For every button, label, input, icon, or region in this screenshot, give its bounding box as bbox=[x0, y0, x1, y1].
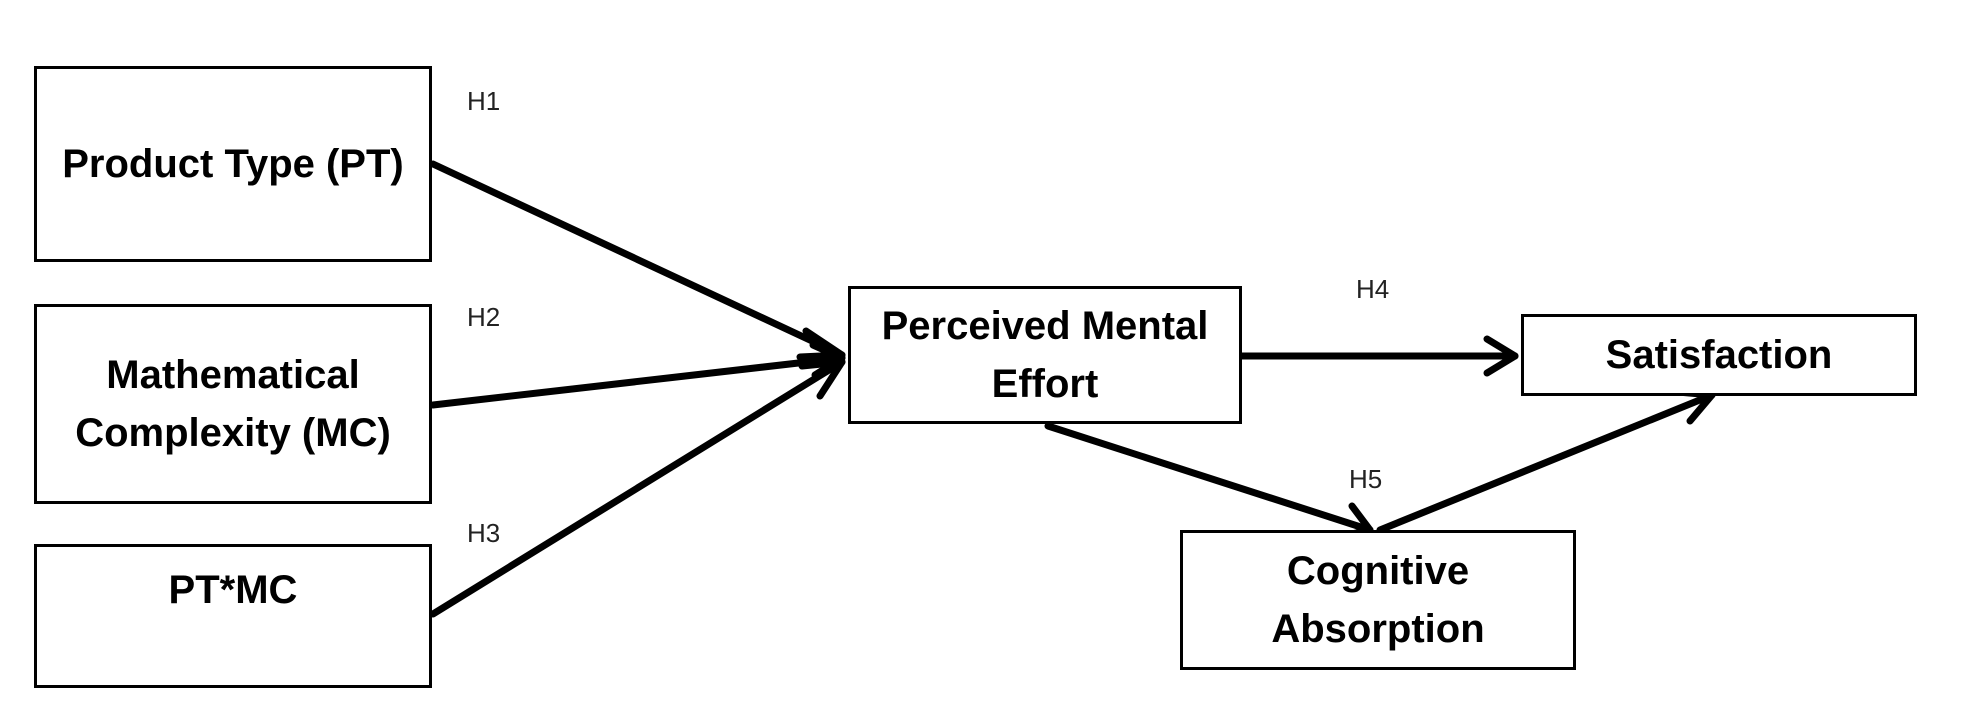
node-product-type: Product Type (PT) bbox=[34, 66, 432, 262]
arrow-h5 bbox=[1044, 422, 1374, 534]
node-cognitive-absorption-label: Cognitive Absorption bbox=[1271, 549, 1485, 651]
node-satisfaction-label: Satisfaction bbox=[1605, 333, 1833, 377]
node-math-complexity-label: Mathematical Complexity (MC) bbox=[75, 353, 391, 455]
hypothesis-label-h1: H1 bbox=[467, 86, 501, 116]
node-cognitive-absorption: Cognitive Absorption bbox=[1180, 530, 1576, 670]
hypothesis-label-h4: H4 bbox=[1356, 274, 1390, 304]
node-math-complexity: Mathematical Complexity (MC) bbox=[34, 304, 432, 504]
hypothesis-label-h2: H2 bbox=[467, 302, 501, 332]
node-mental-effort-label: Perceived Mental Effort bbox=[881, 304, 1209, 406]
arrow-h1 bbox=[429, 160, 846, 359]
arrow-ca-satisfaction bbox=[1376, 391, 1716, 534]
arrowhead-h4 bbox=[1483, 335, 1519, 377]
node-interaction: PT*MC bbox=[34, 544, 432, 688]
arrow-h2 bbox=[429, 354, 846, 409]
node-satisfaction: Satisfaction bbox=[1521, 314, 1917, 396]
arrowhead-h3 bbox=[798, 358, 846, 400]
node-product-type-label: Product Type (PT) bbox=[62, 142, 404, 186]
hypothesis-label-h5: H5 bbox=[1349, 464, 1383, 494]
hypothesis-label-h3: H3 bbox=[467, 518, 501, 548]
arrow-h3 bbox=[429, 358, 846, 618]
node-mental-effort: Perceived Mental Effort bbox=[848, 286, 1242, 424]
node-interaction-label: PT*MC bbox=[168, 568, 298, 612]
